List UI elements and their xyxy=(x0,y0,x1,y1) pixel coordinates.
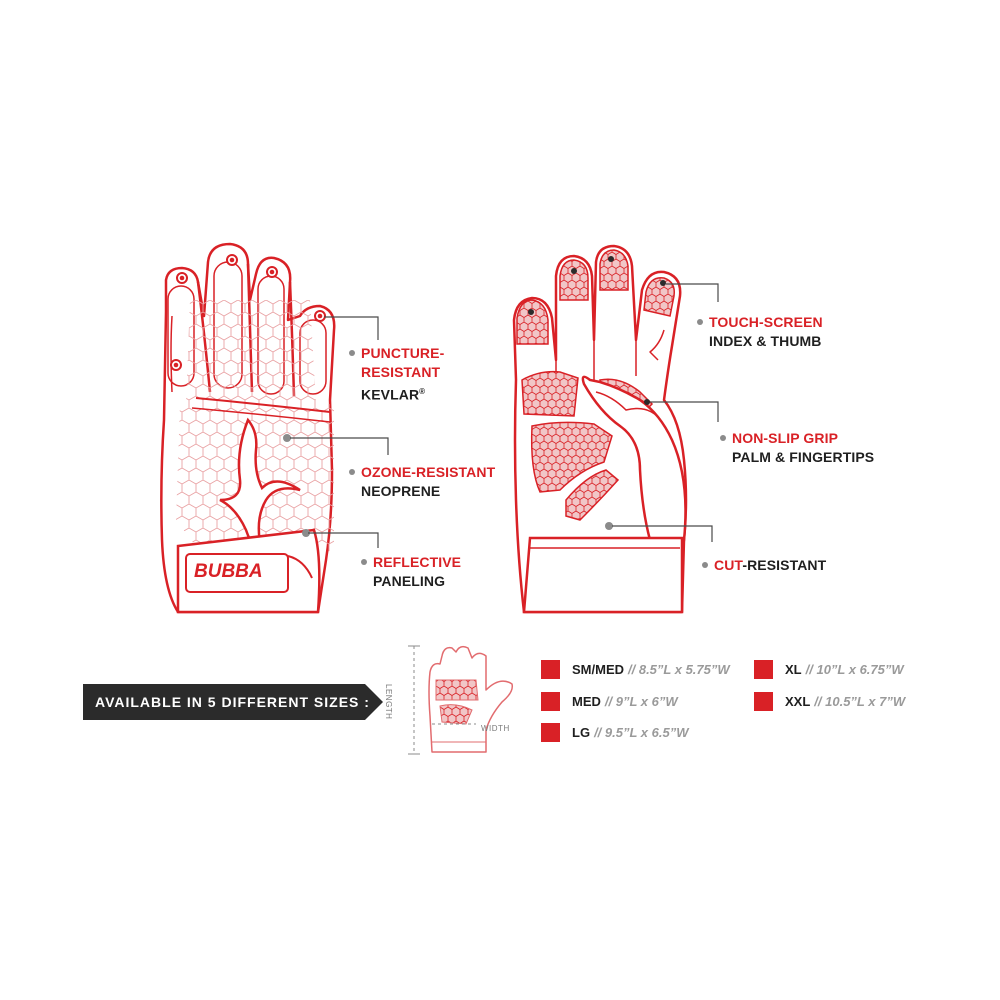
size-swatch xyxy=(541,691,560,711)
callout-bullet xyxy=(702,562,708,568)
callout-bullet xyxy=(349,350,355,356)
knuckle-band-top xyxy=(195,397,331,413)
sizes-banner: AVAILABLE IN 5 DIFFERENT SIZES : xyxy=(83,684,383,720)
leader-lines-back xyxy=(290,316,389,548)
callout-bullet xyxy=(349,469,355,475)
ozone-hotspot xyxy=(283,434,291,442)
size-dims: // 9.5”L x 6.5”W xyxy=(594,724,689,740)
callout-cut-dark: -RESISTANT xyxy=(742,557,827,573)
size-swatch xyxy=(541,722,560,742)
size-swatch xyxy=(541,659,560,679)
size-item-med: MED // 9”L x 6”W xyxy=(541,690,678,712)
reflective-hotspot xyxy=(302,529,310,537)
callout-puncture-line1: PUNCTURE- xyxy=(361,345,445,361)
callout-puncture-line2: RESISTANT xyxy=(361,364,441,380)
size-glove-grip xyxy=(435,679,479,725)
callout-ozone-line2: NEOPRENE xyxy=(361,483,441,499)
callout-reflective-line1: REFLECTIVE xyxy=(373,554,462,570)
callout-non-slip: NON-SLIP GRIP PALM & FINGERTIPS xyxy=(720,429,875,467)
size-name: MED xyxy=(572,693,601,709)
callout-cut-red: CUT xyxy=(714,557,743,573)
callout-touch-line2: INDEX & THUMB xyxy=(709,333,822,349)
callout-touch-line1: TOUCH-SCREEN xyxy=(709,314,823,330)
callout-touch-screen: TOUCH-SCREEN INDEX & THUMB xyxy=(697,313,823,351)
callout-puncture-resistant: PUNCTURE- RESISTANT KEVLAR® xyxy=(349,344,445,405)
callout-nonslip-line1: NON-SLIP GRIP xyxy=(732,430,839,446)
size-dims: // 9”L x 6”W xyxy=(604,693,678,709)
size-name: LG xyxy=(572,724,591,740)
size-dims: // 10.5”L x 7”W xyxy=(814,693,906,709)
sizes-banner-text: AVAILABLE IN 5 DIFFERENT SIZES : xyxy=(95,694,370,710)
size-swatch xyxy=(754,659,773,679)
size-name: XXL xyxy=(785,693,811,709)
callout-bullet xyxy=(720,435,726,441)
callout-puncture-line3: KEVLAR xyxy=(361,386,420,403)
size-dims: // 10”L x 6.75”W xyxy=(805,661,904,677)
hotspot-dots-palm xyxy=(528,256,666,405)
callout-bullet xyxy=(697,319,703,325)
grip-fingertips xyxy=(516,249,676,521)
flame-mark xyxy=(219,417,301,555)
registered-mark: ® xyxy=(419,387,426,396)
size-item-xl: XL // 10”L x 6.75”W xyxy=(754,658,904,680)
size-name: SM/MED xyxy=(572,661,624,677)
callout-cut-resistant: CUT-RESISTANT xyxy=(702,556,827,575)
glove-palm-cuff xyxy=(522,536,684,614)
callout-ozone-line1: OZONE-RESISTANT xyxy=(361,464,496,480)
size-item-sm-med: SM/MED // 8.5”L x 5.75”W xyxy=(541,658,730,680)
knuckle-band-bottom xyxy=(191,407,331,423)
callout-reflective: REFLECTIVE PANELING xyxy=(361,553,462,591)
brand-logo: BUBBA xyxy=(194,561,263,582)
size-swatch xyxy=(754,691,773,711)
size-name: XL xyxy=(785,661,802,677)
size-dims: // 8.5”L x 5.75”W xyxy=(628,661,730,677)
length-label: LENGTH xyxy=(384,684,393,720)
width-label: WIDTH xyxy=(481,724,510,733)
size-item-lg: LG // 9.5”L x 6.5”W xyxy=(541,721,688,743)
callout-nonslip-line2: PALM & FINGERTIPS xyxy=(732,449,875,465)
callout-ozone-resistant: OZONE-RESISTANT NEOPRENE xyxy=(349,463,496,501)
dimension-lines xyxy=(408,645,476,755)
size-item-xxl: XXL // 10.5”L x 7”W xyxy=(754,690,905,712)
banner-shape xyxy=(83,684,383,720)
leader-lines-palm xyxy=(612,283,719,542)
callout-reflective-line2: PANELING xyxy=(373,573,446,589)
callout-bullet xyxy=(361,559,367,565)
cut-hotspot xyxy=(605,522,613,530)
